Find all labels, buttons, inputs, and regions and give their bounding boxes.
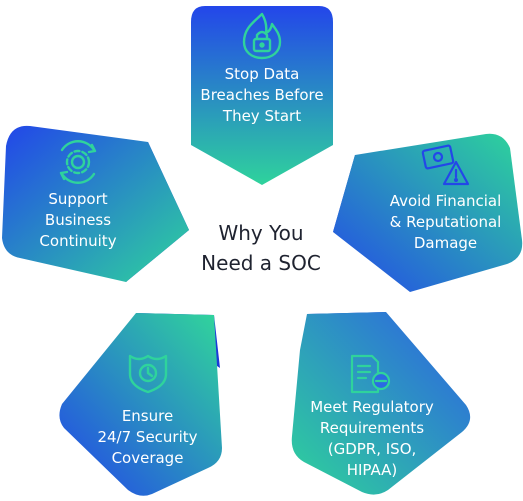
gear-cycle-icon bbox=[59, 140, 97, 184]
panel-bottom-right bbox=[291, 312, 471, 495]
panel-top bbox=[191, 6, 333, 185]
shield-clock-icon bbox=[128, 354, 168, 394]
item-ensure-coverage bbox=[59, 313, 222, 496]
item-support-continuity bbox=[2, 125, 189, 282]
fire-lock-icon bbox=[242, 12, 282, 60]
panel-left bbox=[2, 125, 189, 282]
item-stop-data-breaches bbox=[191, 6, 333, 185]
panel-right bbox=[333, 133, 523, 292]
gdpr-document-icon bbox=[350, 354, 391, 394]
item-meet-regulatory bbox=[291, 312, 471, 495]
panel-bottom-left bbox=[59, 313, 222, 496]
item-avoid-financial bbox=[333, 133, 523, 292]
money-warning-icon bbox=[421, 144, 470, 186]
